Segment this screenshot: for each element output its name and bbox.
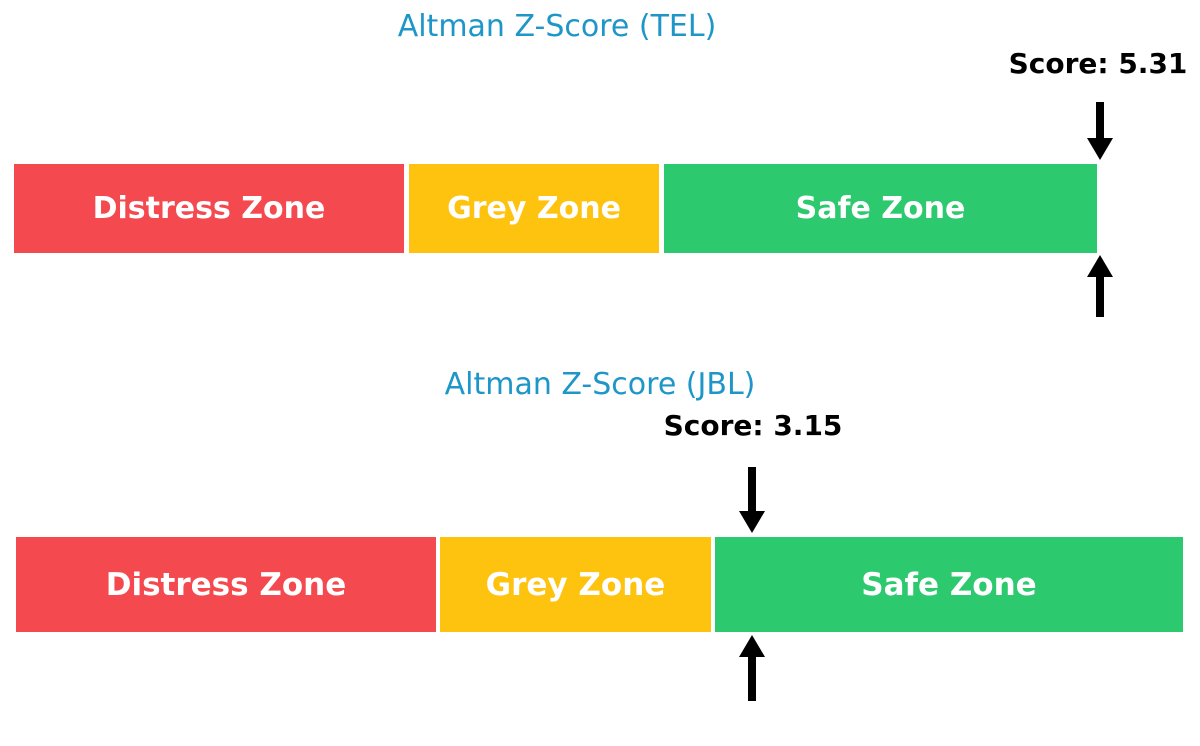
up-arrow-icon bbox=[739, 635, 765, 701]
up-arrow-icon bbox=[1087, 255, 1113, 317]
chart-title-tel: Altman Z-Score (TEL) bbox=[397, 9, 717, 44]
score-label-tel: Score: 5.31 bbox=[1008, 47, 1188, 80]
zone-distress: Distress Zone bbox=[16, 537, 436, 632]
arrow-shaft bbox=[1096, 102, 1104, 138]
zone-grey: Grey Zone bbox=[440, 537, 711, 632]
chart-title-jbl: Altman Z-Score (JBL) bbox=[444, 367, 756, 402]
down-arrow-icon bbox=[1087, 102, 1113, 160]
down-arrow-icon bbox=[739, 467, 765, 533]
arrow-shaft bbox=[748, 467, 756, 511]
zone-safe: Safe Zone bbox=[664, 164, 1097, 253]
score-label-jbl: Score: 3.15 bbox=[663, 409, 843, 442]
zone-safe: Safe Zone bbox=[715, 537, 1183, 632]
arrow-head bbox=[739, 511, 765, 533]
arrow-shaft bbox=[748, 657, 756, 701]
zone-distress: Distress Zone bbox=[14, 164, 404, 253]
arrow-head bbox=[739, 635, 765, 657]
arrow-shaft bbox=[1096, 277, 1104, 317]
arrow-head bbox=[1087, 255, 1113, 277]
arrow-head bbox=[1087, 138, 1113, 160]
zone-grey: Grey Zone bbox=[409, 164, 659, 253]
